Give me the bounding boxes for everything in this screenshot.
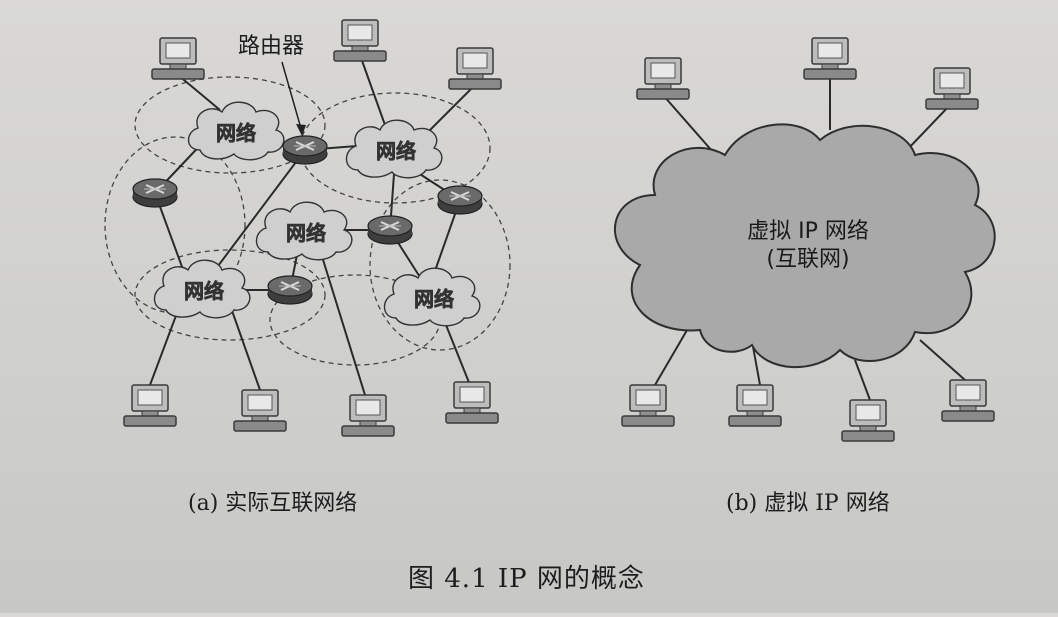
computer-icon (636, 57, 690, 100)
network-cloud: 网络 (187, 101, 285, 161)
cloud-title: 虚拟 IP 网络 (747, 219, 869, 244)
router-icon (267, 275, 313, 305)
computer-icon (621, 384, 675, 427)
computer-icon (341, 394, 395, 437)
computer-icon (728, 384, 782, 427)
callout-arrowhead (296, 124, 306, 136)
network-label: 网络 (376, 139, 416, 163)
computer-icon (333, 19, 387, 62)
router-icon (367, 215, 413, 245)
caption-a: (a) 实际互联网络 (188, 491, 358, 516)
computer-icon (151, 37, 205, 80)
computer-icon (803, 37, 857, 80)
router-callout-label: 路由器 (238, 34, 305, 59)
network-clouds: 网络 网络 网络 网络 网络 (153, 101, 481, 327)
right-virtual-ip-diagram: 虚拟 IP 网络 (互联网) (613, 37, 996, 442)
computer-icon (445, 381, 499, 424)
network-label: 网络 (414, 287, 454, 311)
caption-b: (b) 虚拟 IP 网络 (726, 491, 890, 516)
left-actual-internet-diagram: 网络 网络 网络 网络 网络 (104, 19, 511, 437)
network-label: 网络 (286, 221, 326, 245)
computer-icon (941, 379, 995, 422)
computer-icon (123, 384, 177, 427)
router-icon (282, 135, 328, 165)
figure-caption: 图 4.1 IP 网的概念 (408, 564, 645, 594)
network-cloud: 网络 (383, 267, 481, 327)
network-cloud: 网络 (153, 259, 251, 319)
computer-icon (233, 389, 287, 432)
computer-icon (448, 47, 502, 90)
network-label: 网络 (184, 279, 224, 303)
router-icon (132, 178, 178, 208)
computer-icon (925, 67, 979, 110)
cloud-subtitle: (互联网) (766, 247, 849, 272)
network-cloud: 网络 (345, 119, 443, 179)
callout-arrow (281, 61, 303, 133)
computer-icon (841, 399, 895, 442)
virtual-ip-cloud (613, 123, 996, 369)
network-label: 网络 (216, 121, 256, 145)
network-cloud: 网络 (255, 201, 353, 261)
router-icon (437, 185, 483, 215)
